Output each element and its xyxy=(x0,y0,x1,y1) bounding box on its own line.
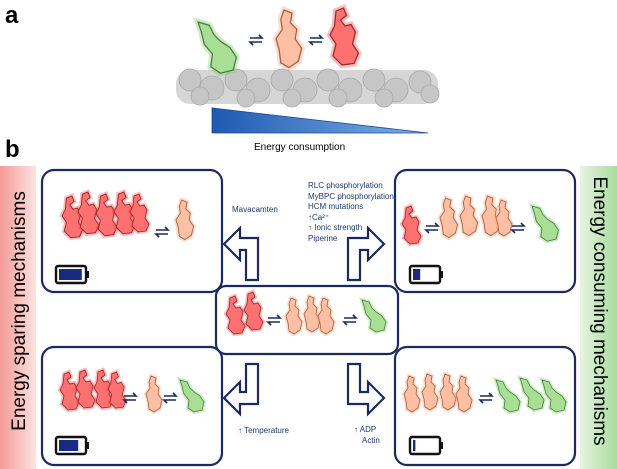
red-myosin-head xyxy=(330,8,359,65)
label-ca: ↑Ca²⁺ xyxy=(308,212,330,222)
label-top-right-list: RLC phosphorylation MyBPC phosphorylatio… xyxy=(308,181,394,244)
panel-letter-a: a xyxy=(5,2,19,29)
energy-consuming-band xyxy=(580,166,617,469)
battery-icon-bottom-left xyxy=(54,435,89,456)
energy-consumption-wedge xyxy=(211,107,429,134)
thick-filament xyxy=(176,68,440,108)
green-myosin-head xyxy=(198,22,236,73)
top-left-heads xyxy=(62,192,194,240)
label-adp: ↑ ADP xyxy=(354,425,377,434)
energy-consumption-label: Energy consumption xyxy=(254,142,346,153)
battery-icon-bottom-right xyxy=(408,435,443,456)
equilibrium-arrow-icon xyxy=(309,34,323,46)
bottom-right-heads xyxy=(402,372,568,414)
frame-top-left xyxy=(40,168,224,294)
arrow-to-top-right xyxy=(346,225,386,282)
frame-bottom-left xyxy=(40,345,224,467)
arrow-to-bottom-right xyxy=(346,362,386,417)
battery-icon-top-right xyxy=(408,264,443,285)
frame-bottom-right xyxy=(393,345,577,467)
label-hcm-mutations: HCM mutations xyxy=(308,202,364,211)
top-right-heads xyxy=(400,196,558,246)
battery-icon-top-left xyxy=(54,264,89,285)
arrow-to-top-left xyxy=(222,225,260,282)
bottom-left-heads xyxy=(58,368,206,414)
frame-top-right xyxy=(393,168,577,294)
center-heads xyxy=(224,290,388,336)
equilibrium-arrow-icon xyxy=(249,34,263,46)
label-temperature: ↑ Temperature xyxy=(238,426,289,435)
panel-letter-b: b xyxy=(5,136,20,163)
frame-center xyxy=(214,284,400,356)
label-ionic-strength: ↑ Ionic strength xyxy=(308,223,363,232)
label-mybpc-phosphorylation: MyBPC phosphorylation xyxy=(308,191,394,201)
orange-myosin-head xyxy=(276,10,302,68)
label-actin: Actin xyxy=(362,435,380,445)
label-bottom-right-list: ↑ ADP Actin xyxy=(354,425,380,446)
energy-sparing-band xyxy=(0,166,36,469)
label-piperine: Piperine xyxy=(308,233,338,243)
label-rlc-phosphorylation: RLC phosphorylation xyxy=(308,181,383,190)
arrow-to-bottom-left xyxy=(222,362,260,417)
label-mavacamten: Mavacamten xyxy=(232,205,278,214)
